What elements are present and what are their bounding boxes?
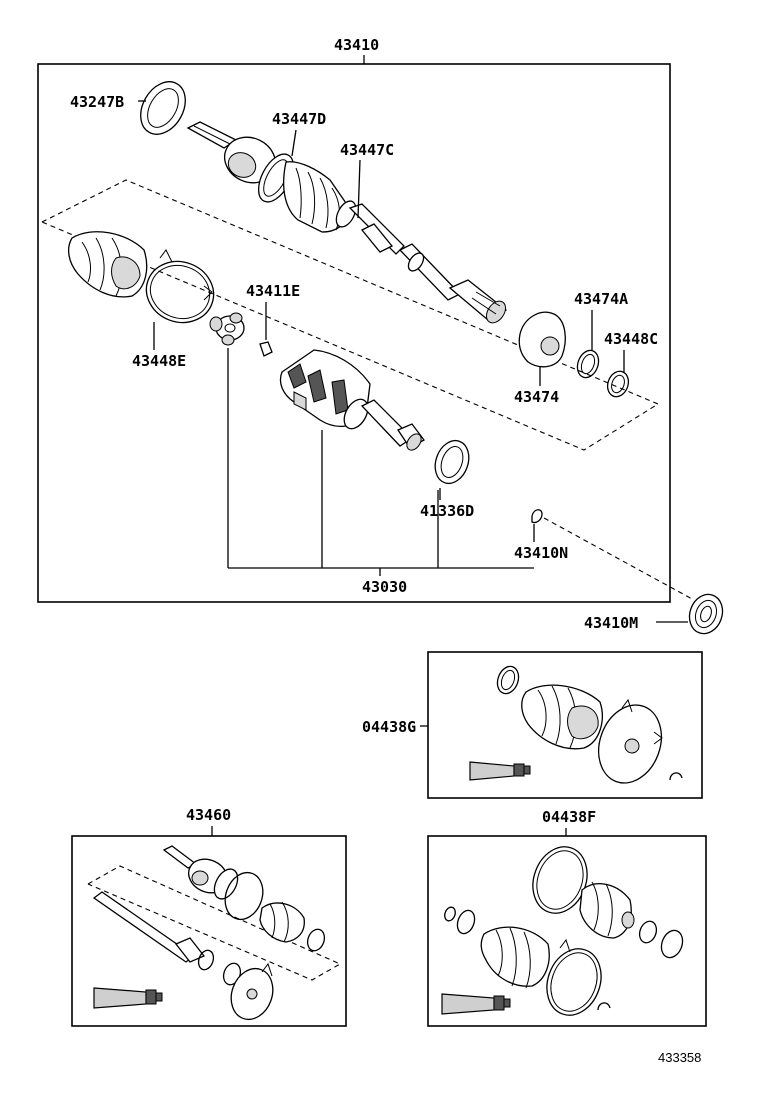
label-43247B[interactable]: 43247B [70, 93, 124, 111]
label-43474[interactable]: 43474 [514, 388, 559, 406]
label-43460[interactable]: 43460 [186, 806, 231, 824]
part-43411E-snap-ring[interactable] [259, 341, 273, 357]
label-43410[interactable]: 43410 [334, 36, 379, 54]
kit-43460-frame [71, 835, 347, 1027]
subassembly-dashed-outline [41, 179, 660, 451]
label-04438G[interactable]: 04438G [362, 718, 416, 736]
part-outboard-shaft-assembly[interactable] [186, 121, 509, 326]
label-43410N[interactable]: 43410N [514, 544, 568, 562]
kit-43460-dashed-outline [87, 865, 342, 981]
kit-04438F-frame [427, 835, 707, 1027]
part-inboard-joint-housing[interactable] [279, 349, 425, 453]
main-assembly-frame [37, 63, 671, 603]
kit-04438G-parts[interactable] [469, 663, 683, 791]
label-43410M[interactable]: 43410M [584, 614, 638, 632]
part-43474-dynamic-damper[interactable] [518, 311, 566, 368]
part-43448E-band[interactable] [138, 249, 222, 332]
part-43410M-seal[interactable] [684, 590, 728, 639]
label-04438F[interactable]: 04438F [542, 808, 596, 826]
label-43411E[interactable]: 43411E [246, 282, 300, 300]
part-tripod-joint[interactable] [209, 312, 245, 346]
label-43448C[interactable]: 43448C [604, 330, 658, 348]
label-43030[interactable]: 43030 [362, 578, 407, 596]
label-41336D[interactable]: 41336D [420, 502, 474, 520]
part-43448C-clamp[interactable] [604, 368, 632, 399]
part-inboard-boot[interactable] [67, 231, 148, 298]
part-43247B-dust-ring[interactable] [132, 74, 195, 142]
kit-43460-parts[interactable] [92, 845, 327, 1025]
label-43448E[interactable]: 43448E [132, 352, 186, 370]
label-43474A[interactable]: 43474A [574, 290, 628, 308]
label-43447C[interactable]: 43447C [340, 141, 394, 159]
part-43410N-clip[interactable] [531, 509, 543, 524]
kit-04438G-frame [427, 651, 703, 799]
label-43447D[interactable]: 43447D [272, 110, 326, 128]
figure-reference-number: 433358 [658, 1050, 701, 1065]
kit-04438F-parts[interactable] [441, 839, 686, 1023]
part-41336D-oil-seal[interactable] [429, 436, 474, 488]
part-43474A-clamp[interactable] [574, 347, 602, 380]
